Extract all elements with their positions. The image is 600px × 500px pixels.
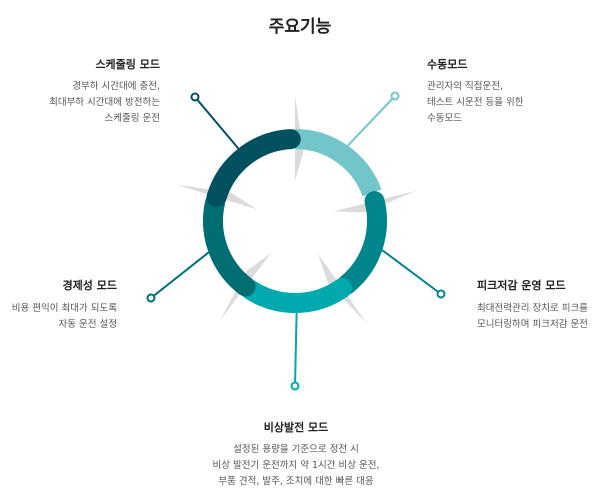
connector-dot-economy bbox=[146, 293, 156, 303]
desc-line: 설정된 용량을 기준으로 정전 시 bbox=[233, 444, 359, 455]
ring-segment-economy bbox=[203, 192, 256, 297]
shadow-wedge bbox=[317, 253, 367, 324]
connector-line-emergency bbox=[294, 312, 298, 387]
feature-desc-peak: 최대전력관리 장치로 피크를 모니터링하며 피크저감 운전 bbox=[477, 301, 588, 333]
desc-line: 관리자의 직접운전, bbox=[427, 81, 503, 92]
feature-desc-economy: 비용 편익이 최대가 되도록 자동 운전 설정 bbox=[12, 301, 117, 333]
ring-segment-peak bbox=[336, 191, 387, 295]
desc-line: 테스트 시운전 등을 위한 bbox=[427, 97, 524, 108]
page-title: 주요기능 bbox=[268, 17, 332, 37]
feature-title-economy: 경제성 모드 bbox=[62, 279, 117, 292]
feature-title-peak: 피크저감 운영 모드 bbox=[477, 279, 566, 292]
desc-line: 모니터링하며 피크저감 운전 bbox=[477, 319, 588, 330]
feature-title-scheduling: 스케줄링 모드 bbox=[95, 58, 160, 71]
desc-line: 스케줄링 운전 bbox=[104, 113, 160, 124]
desc-line: 최대전력관리 장치로 피크를 bbox=[477, 303, 588, 314]
desc-line: 부품 견적, 발주, 조치에 대한 빠른 대응 bbox=[218, 476, 374, 487]
desc-line: 자동 운전 설정 bbox=[58, 319, 117, 330]
feature-title-manual: 수동모드 bbox=[427, 58, 468, 71]
desc-line: 비용 편익이 최대가 되도록 bbox=[11, 303, 117, 314]
ring-segment-scheduling bbox=[206, 129, 301, 208]
connector-dot-manual bbox=[390, 91, 400, 101]
connector-dot-emergency bbox=[290, 381, 300, 391]
connector-line-economy bbox=[150, 251, 210, 299]
desc-line: 비상 발전기 운전까지 약 1시간 비상 운전, bbox=[212, 460, 380, 471]
connector-line-scheduling bbox=[194, 96, 240, 150]
feature-desc-manual: 관리자의 직접운전, 테스트 시운전 등을 위한 수동모드 bbox=[427, 79, 523, 127]
desc-line: 수동모드 bbox=[427, 113, 462, 124]
ring-segment-manual bbox=[294, 129, 382, 197]
desc-line: 최대부하 시간대에 방전하는 bbox=[49, 97, 160, 108]
connector-line-peak bbox=[381, 249, 442, 295]
connector-line-manual bbox=[347, 95, 396, 147]
connector-dot-scheduling bbox=[190, 92, 200, 102]
connector-dot-peak bbox=[436, 289, 446, 299]
desc-line: 경부하 시간대에 충전, bbox=[72, 81, 160, 92]
feature-title-emergency: 비상발전 모드 bbox=[263, 421, 329, 434]
ring-segment-emergency bbox=[240, 278, 353, 313]
feature-desc-scheduling: 경부하 시간대에 충전, 최대부하 시간대에 방전하는 스케줄링 운전 bbox=[49, 79, 160, 127]
feature-desc-emergency: 설정된 용량을 기준으로 정전 시 비상 발전기 운전까지 약 1시간 비상 운… bbox=[146, 442, 446, 490]
